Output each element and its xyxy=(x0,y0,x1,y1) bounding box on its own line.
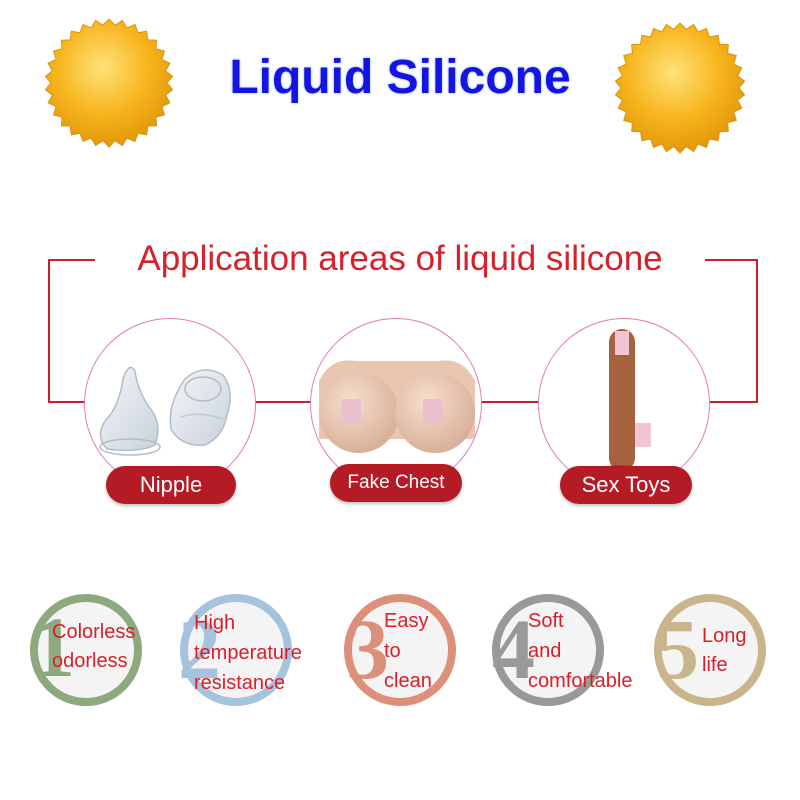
section-title: Application areas of liquid silicone xyxy=(95,236,705,282)
fake-chest-label: Fake Chest xyxy=(330,464,462,502)
feature-line: Easy xyxy=(384,610,429,632)
feature-line: to xyxy=(384,640,401,662)
feature-line: Soft xyxy=(528,610,564,632)
feature-ring-icon xyxy=(344,594,456,706)
feature-ring-icon xyxy=(654,594,766,706)
feature-text: Colorless odorless xyxy=(52,618,135,676)
application-fake-chest xyxy=(310,318,482,490)
feature-long-life: 5 Long life xyxy=(652,592,768,708)
feature-ring-icon xyxy=(180,594,292,706)
feature-line: Colorless xyxy=(52,621,136,643)
feature-ring-icon xyxy=(492,594,604,706)
application-sex-toys xyxy=(538,318,710,490)
feature-line: comfortable xyxy=(528,670,633,692)
feature-high-temperature-resistance: 2 High temperature resistance xyxy=(178,592,302,708)
feature-number: 3 xyxy=(346,601,389,697)
sex-toys-label: Sex Toys xyxy=(560,466,692,504)
feature-easy-to-clean: 3 Easy to clean xyxy=(342,592,458,708)
gold-seal-icon xyxy=(614,22,746,154)
feature-line: life xyxy=(702,654,728,676)
feature-text: Soft and comfortable xyxy=(528,606,633,696)
page-title: Liquid Silicone xyxy=(229,51,571,104)
feature-soft-and-comfortable: 4 Soft and comfortable xyxy=(490,592,633,708)
gold-seal-icon xyxy=(44,18,174,148)
frame-segment xyxy=(256,401,312,403)
feature-line: clean xyxy=(384,670,432,692)
feature-text: Long life xyxy=(702,622,747,680)
frame-segment xyxy=(48,401,86,403)
feature-text: High temperature resistance xyxy=(194,608,302,698)
sex-toys-image xyxy=(599,329,651,477)
fake-chest-image xyxy=(319,360,475,453)
feature-colorless-odorless: 1 Colorless odorless xyxy=(28,592,144,708)
nipple-label: Nipple xyxy=(106,466,236,504)
frame-segment xyxy=(482,401,538,403)
feature-line: odorless xyxy=(52,650,128,672)
feature-number: 1 xyxy=(32,599,75,695)
frame-segment xyxy=(710,401,758,403)
feature-line: Long xyxy=(702,625,747,647)
feature-text: Easy to clean xyxy=(384,606,432,696)
feature-number: 2 xyxy=(178,601,221,697)
feature-line: and xyxy=(528,640,562,662)
feature-number: 4 xyxy=(492,601,535,697)
feature-line: temperature xyxy=(194,642,302,664)
application-nipple xyxy=(84,318,256,490)
feature-ring-icon xyxy=(30,594,142,706)
feature-line: High xyxy=(194,612,236,634)
feature-number: 5 xyxy=(656,601,699,697)
feature-line: resistance xyxy=(194,672,286,694)
nipple-image xyxy=(99,366,231,456)
